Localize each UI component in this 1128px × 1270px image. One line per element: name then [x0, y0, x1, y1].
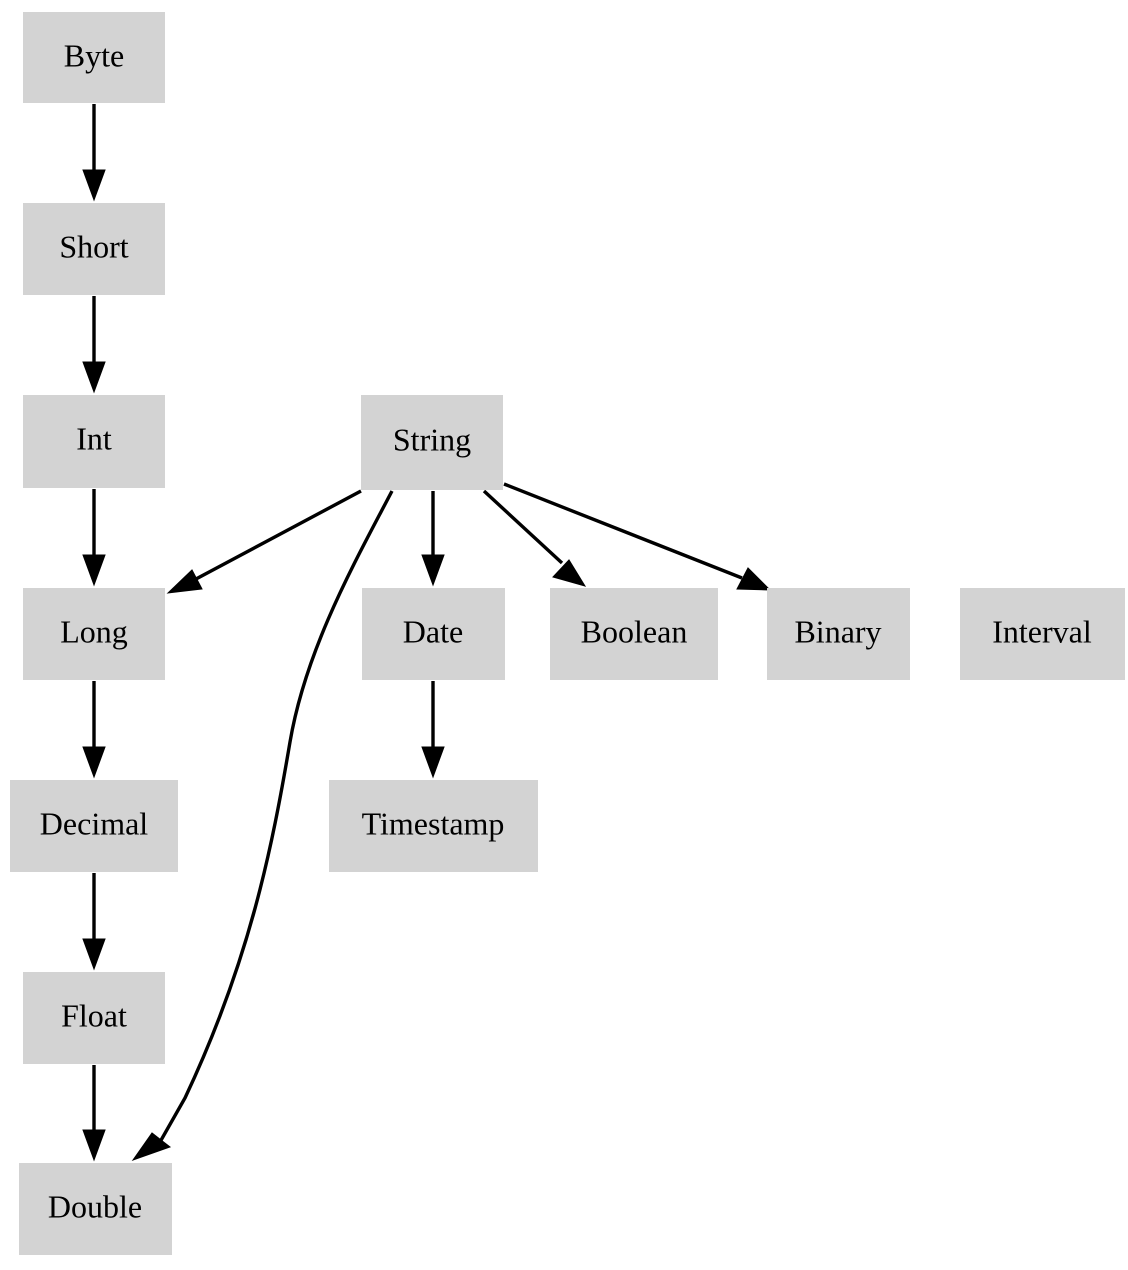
node-date-box[interactable] [362, 588, 505, 680]
edge-float-double [82, 1065, 106, 1162]
edge-date-timestamp [421, 681, 445, 779]
node-layer: Byte Short Int String Long Date [10, 12, 1125, 1255]
node-byte[interactable]: Byte [23, 12, 165, 103]
node-float-box[interactable] [23, 972, 165, 1064]
edge-decimal-float [82, 873, 106, 971]
node-binary-box[interactable] [767, 588, 910, 680]
edge-string-double [131, 490, 394, 1161]
node-double[interactable]: Double [19, 1163, 172, 1255]
node-interval-label: Interval [992, 613, 1092, 649]
node-long-box[interactable] [23, 588, 165, 680]
node-long[interactable]: Long [23, 588, 165, 680]
node-int-box[interactable] [23, 395, 165, 488]
edge-string-boolean [482, 489, 587, 587]
edge-string-date [421, 491, 445, 587]
node-interval[interactable]: Interval [960, 588, 1125, 680]
node-double-box[interactable] [19, 1163, 172, 1255]
node-short[interactable]: Short [23, 203, 165, 295]
node-timestamp-box[interactable] [329, 780, 538, 872]
edge-long-decimal [82, 681, 106, 779]
node-timestamp[interactable]: Timestamp [329, 780, 538, 872]
node-decimal-box[interactable] [10, 780, 178, 872]
node-double-label: Double [48, 1188, 142, 1224]
edge-byte-short [82, 104, 106, 202]
node-string-box[interactable] [361, 395, 503, 490]
node-string-label: String [393, 421, 471, 457]
node-boolean[interactable]: Boolean [550, 588, 718, 680]
node-boolean-label: Boolean [581, 613, 688, 649]
node-binary-label: Binary [794, 613, 881, 649]
node-decimal-label: Decimal [40, 805, 149, 841]
edge-layer [82, 104, 772, 1162]
node-byte-label: Byte [64, 37, 124, 73]
node-date[interactable]: Date [362, 588, 505, 680]
node-int-label: Int [76, 420, 112, 456]
node-boolean-box[interactable] [550, 588, 718, 680]
edge-short-int [82, 296, 106, 394]
edge-string-binary [503, 482, 772, 591]
node-timestamp-label: Timestamp [362, 805, 505, 841]
node-date-label: Date [403, 613, 463, 649]
edge-int-long [82, 489, 106, 587]
node-short-label: Short [59, 228, 128, 264]
edge-string-long [166, 489, 362, 594]
node-byte-box[interactable] [23, 12, 165, 103]
node-string[interactable]: String [361, 395, 503, 490]
node-float[interactable]: Float [23, 972, 165, 1064]
node-float-label: Float [61, 997, 127, 1033]
node-decimal[interactable]: Decimal [10, 780, 178, 872]
node-short-box[interactable] [23, 203, 165, 295]
node-binary[interactable]: Binary [767, 588, 910, 680]
node-interval-box[interactable] [960, 588, 1125, 680]
node-int[interactable]: Int [23, 395, 165, 488]
node-long-label: Long [60, 613, 128, 649]
